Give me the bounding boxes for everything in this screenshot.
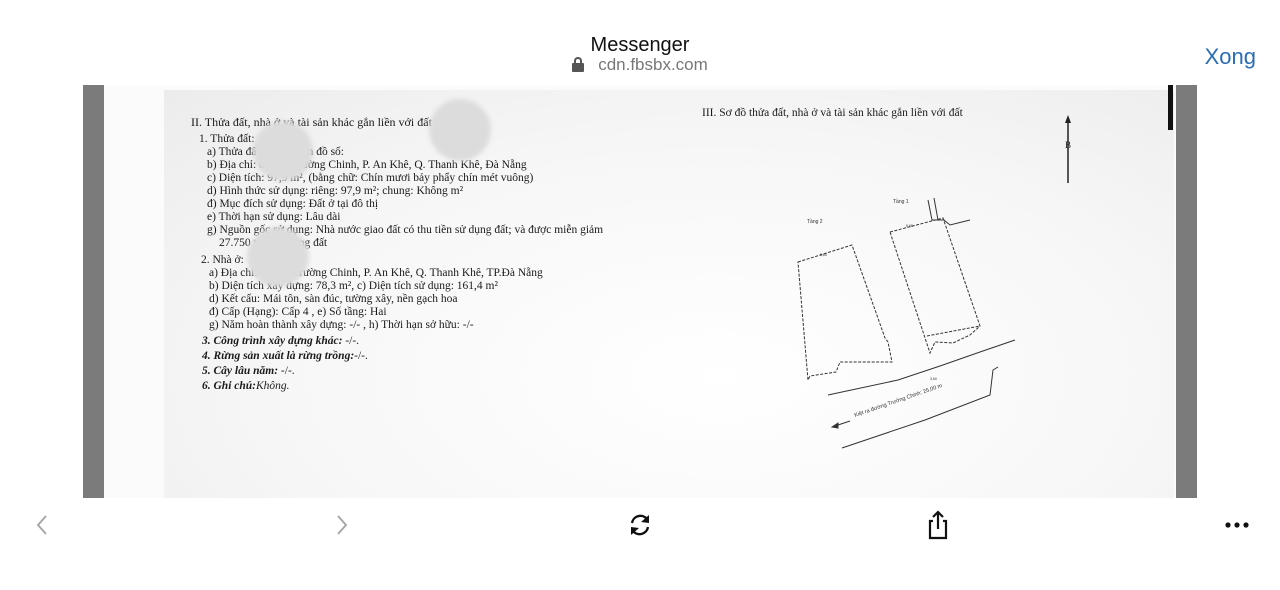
share-button[interactable] xyxy=(922,510,954,540)
svg-text:B: B xyxy=(1065,140,1071,150)
redaction-blur xyxy=(253,121,313,181)
house-grade: đ) Cấp (Hạng): Cấp 4 , e) Số tầng: Hai xyxy=(209,306,387,318)
image-viewer[interactable]: II. Thửa đất, nhà ở và tài sản khác gắn … xyxy=(83,85,1197,498)
floor-plan-diagram: Tầng 2 Tầng 1 Kiệt ra đường Trường Chinh… xyxy=(797,197,1016,449)
other-item-5: 5. Cây lâu năm: -/-. xyxy=(202,365,295,377)
land-origin: g) Nguồn gốc sử dụng: Nhà nước giao đất … xyxy=(207,224,604,236)
chevron-right-icon xyxy=(337,515,348,535)
svg-text:3,60: 3,60 xyxy=(930,377,937,381)
other-item-6: 6. Ghi chú:Không. xyxy=(202,380,290,392)
bottom-toolbar xyxy=(0,498,1280,590)
house-heading: 2. Nhà ở: xyxy=(201,254,244,266)
section-3-heading: III. Sơ đồ thửa đất, nhà ở và tài sản kh… xyxy=(702,107,963,119)
redaction-blur xyxy=(247,227,309,287)
section-2-heading: II. Thửa đất, nhà ở và tài sản khác gắn … xyxy=(191,115,432,129)
rotate-icon xyxy=(630,514,650,536)
scan-border-left xyxy=(83,85,104,498)
house-area: b) Diện tích xây dựng: 78,3 m², c) Diện … xyxy=(209,280,498,292)
land-purpose: đ) Mục đích sử dụng: Đất ở tại đô thị xyxy=(207,198,379,210)
north-arrow-icon: B xyxy=(1065,115,1071,183)
svg-text:Kiệt ra đường Trường Chinh: 25: Kiệt ra đường Trường Chinh: 25,00 m xyxy=(854,383,944,419)
scan-border-right xyxy=(1176,85,1197,498)
svg-text:5,65: 5,65 xyxy=(906,224,913,228)
page-title: Messenger xyxy=(590,34,690,56)
house-structure: d) Kết cấu: Mái tôn, sàn đúc, tường xây,… xyxy=(209,293,458,305)
land-area: c) Diện tích: 97,9 m², (bằng chữ: Chín m… xyxy=(207,172,534,184)
share-icon xyxy=(928,510,948,540)
land-usage-form: d) Hình thức sử dụng: riêng: 97,9 m²; ch… xyxy=(207,185,464,197)
svg-text:Tầng 2: Tầng 2 xyxy=(807,219,823,225)
more-button[interactable] xyxy=(1222,510,1252,540)
redaction-blur xyxy=(429,99,491,161)
land-heading: 1. Thửa đất: xyxy=(199,133,255,145)
house-year: g) Năm hoàn thành xây dựng: -/- , h) Thờ… xyxy=(209,319,474,331)
more-icon xyxy=(1225,522,1249,528)
url-bar: cdn.fbsbx.com xyxy=(0,55,1280,75)
chevron-left-icon xyxy=(36,515,47,535)
done-button[interactable]: Xong xyxy=(1204,44,1256,69)
other-item-4: 4. Rừng sản xuất là rừng trồng:-/-. xyxy=(202,350,368,362)
lock-icon xyxy=(572,57,585,72)
url-text: cdn.fbsbx.com xyxy=(598,55,708,74)
browser-header: Messenger cdn.fbsbx.com Xong xyxy=(0,0,1280,85)
back-button[interactable] xyxy=(30,510,54,540)
svg-text:5,65: 5,65 xyxy=(820,253,827,257)
other-item-3: 3. Công trình xây dựng khác: -/-. xyxy=(202,335,360,347)
forward-button[interactable] xyxy=(330,510,354,540)
document-page xyxy=(104,85,1176,498)
rotate-button[interactable] xyxy=(624,510,656,540)
land-term: e) Thời hạn sử dụng: Lâu dài xyxy=(207,211,341,223)
svg-text:Tầng 1: Tầng 1 xyxy=(893,199,909,205)
